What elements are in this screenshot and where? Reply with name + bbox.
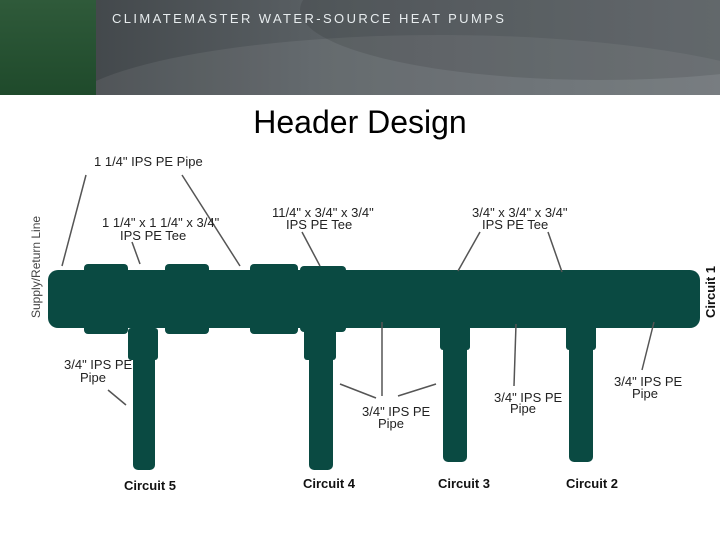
annotations: 1 1/4" IPS PE Pipe 1 1/4" x 1 1/4" x 3/4… [29, 154, 718, 493]
branch-pipe-circuit-5 [133, 355, 155, 470]
pipe-assembly [48, 264, 700, 470]
branch-pipe-circuit-4 [309, 355, 333, 470]
leader-lines [61, 174, 655, 406]
label-pipe-mid-line1: 3/4" IPS PE [362, 404, 431, 419]
slide-title: Header Design [0, 104, 720, 141]
header-tee-collar-6 [540, 276, 594, 320]
label-pipe-c3-line1: 3/4" IPS PE [494, 390, 563, 405]
label-circuit-2: Circuit 2 [566, 476, 618, 491]
label-circuit-5: Circuit 5 [124, 478, 176, 493]
header-tee-collar-3 [250, 264, 298, 334]
branch-pipe-circuit-2 [569, 345, 593, 462]
leader-pipe-mid-a [339, 383, 377, 399]
leader-pipe-left [107, 389, 127, 406]
leader-pipe-right [641, 321, 655, 371]
header-tee-collar-5 [432, 276, 494, 320]
label-circuit-4: Circuit 4 [303, 476, 356, 491]
label-pipe-left-line1: 3/4" IPS PE [64, 357, 133, 372]
label-pipe-right-line2: Pipe [632, 386, 658, 401]
header-tee-collar-2 [165, 264, 209, 334]
main-header-pipe [48, 270, 700, 328]
label-tee-c-line2: IPS PE Tee [482, 217, 548, 232]
label-tee-b-line1: 11/4" x 3/4" x 3/4" [272, 205, 374, 220]
leader-pipe-c3 [513, 323, 517, 387]
label-pipe-left-line2: Pipe [80, 370, 106, 385]
tee-body-circuit-2 [566, 318, 596, 350]
leader-pipe-main-right [181, 174, 241, 267]
tee-body-circuit-4 [304, 328, 336, 360]
leader-tee-c-right [547, 231, 563, 273]
label-tee-a-line1: 1 1/4" x 1 1/4" x 3/4" [102, 215, 220, 230]
label-tee-c-line1: 3/4" x 3/4" x 3/4" [472, 205, 568, 220]
label-pipe-right-line1: 3/4" IPS PE [614, 374, 683, 389]
label-supply-return-line: Supply/Return Line [29, 216, 43, 318]
leader-tee-a [131, 241, 141, 265]
label-tee-b-line2: IPS PE Tee [286, 217, 352, 232]
header-banner: CLIMATEMASTER WATER-SOURCE HEAT PUMPS [0, 0, 720, 95]
label-tee-a-line2: IPS PE Tee [120, 228, 186, 243]
tee-body-circuit-3 [440, 318, 470, 350]
leader-pipe-main-left [61, 174, 87, 267]
label-pipe-c3-line2: Pipe [510, 401, 536, 416]
label-pipe-mid-line2: Pipe [378, 416, 404, 431]
label-circuit-3: Circuit 3 [438, 476, 490, 491]
leader-pipe-mid-c [397, 383, 437, 397]
header-tee-collar-1 [84, 264, 128, 334]
branch-pipe-circuit-3 [443, 345, 467, 462]
banner-green-block [0, 0, 96, 95]
slide-title-text: Header Design [253, 104, 467, 140]
tee-body-circuit-5 [128, 328, 158, 360]
leader-tee-b [301, 231, 321, 267]
label-pipe-main: 1 1/4" IPS PE Pipe [94, 154, 203, 169]
label-circuit-1: Circuit 1 [703, 266, 718, 318]
header-tee-collar-4 [300, 266, 346, 332]
leader-tee-c-left [457, 231, 481, 272]
brand-name: CLIMATEMASTER WATER-SOURCE HEAT PUMPS [112, 11, 507, 26]
